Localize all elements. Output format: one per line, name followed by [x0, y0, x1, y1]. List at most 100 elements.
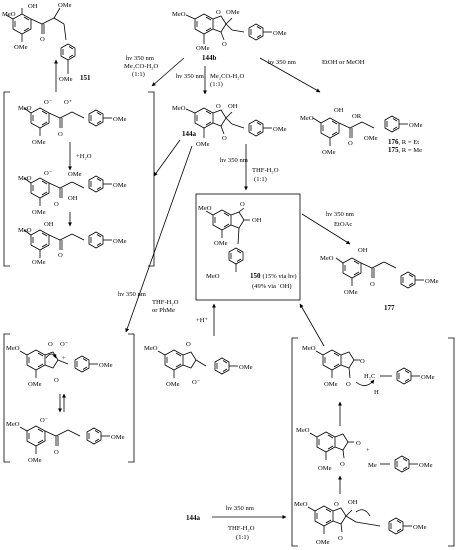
atom-OH: OH: [228, 103, 238, 110]
cond-177-solvent: EtOAc: [334, 221, 352, 228]
atom-OMe: OMe: [32, 259, 46, 266]
atom-H2C: H₂C: [364, 373, 376, 380]
compound-144a-excited: MeO O OH OMe O OMe: [294, 499, 427, 546]
atom-OMe: OMe: [409, 122, 423, 129]
atom-OMe: OMe: [344, 289, 358, 296]
atom-OMe: OMe: [196, 141, 210, 148]
compound-151: MeO OH OMe OMe O OMe 151: [2, 2, 91, 83]
compound-label-144b: 144b: [202, 54, 217, 62]
cond-150-solvent: THF-H₂O: [252, 167, 279, 174]
intermediate-zwitterion: MeO O⁻ O⁺ OMe O OMe: [18, 99, 127, 146]
atom-OMe: OMe: [28, 381, 42, 388]
cond-144a-solvent: Me₂CO-H₂O: [210, 73, 245, 80]
product-150-box: [195, 193, 301, 301]
atom-O: O: [338, 535, 343, 542]
compound-144a: MeO O OH OMe O OMe 144a: [172, 103, 287, 148]
atom-OMe: OMe: [421, 374, 435, 381]
atom-OMe: OMe: [28, 457, 42, 464]
atom-Ominus: O⁻: [44, 99, 53, 106]
atom-OMe: OMe: [413, 524, 427, 531]
atom-OMe: OMe: [113, 238, 127, 245]
atom-O: O: [340, 461, 345, 468]
compound-label-176: 176, R = Et: [388, 138, 419, 146]
atom-Ominus: O⁻: [44, 170, 53, 177]
intermediate-radical-recombination: MeO O O OMe H₂C H OMe: [302, 345, 435, 396]
atom-O: O: [356, 440, 361, 447]
atom-MeO: MeO: [144, 345, 158, 352]
compound-150-yield-oh: (49% via ˙OH): [252, 283, 292, 290]
atom-MeO: MeO: [2, 11, 16, 18]
atom-O: O: [216, 9, 221, 16]
cond-150-light: hν 350 nm: [220, 157, 249, 164]
atom-OMe: OMe: [316, 539, 330, 546]
atom-O: O: [54, 201, 59, 208]
atom-O: O: [58, 252, 63, 259]
cond-bottom-solvent: THF-H₂O: [228, 525, 255, 532]
atom-OMe: OMe: [425, 278, 439, 285]
atom-O: O: [40, 36, 45, 43]
atom-O: O: [346, 381, 351, 388]
atom-plus: +: [62, 355, 66, 362]
compound-150: MeO O OH OMe MeO 150(15% via hν) (49% vi…: [198, 201, 297, 290]
atom-OH: OH: [334, 107, 344, 114]
atom-OMe: OMe: [99, 362, 113, 369]
atom-O: O: [216, 103, 221, 110]
atom-OMe: OMe: [166, 381, 180, 388]
atom-OMe: OMe: [419, 462, 433, 469]
atom-MeO: MeO: [198, 205, 212, 212]
cond-177-light: hν 350 nm: [326, 211, 355, 218]
atom-MeO: MeO: [18, 227, 32, 234]
intermediate-enolate-anion: MeO O OMe O⁻ OMe: [144, 341, 253, 388]
cond-plus-proton: +H⁺: [196, 317, 208, 324]
compound-label-177: 177: [384, 304, 395, 312]
compound-label-144a: 144a: [182, 130, 197, 138]
atom-O: O: [370, 281, 375, 288]
atom-Me: Me: [368, 462, 377, 469]
atom-OH: OH: [44, 221, 54, 228]
cond-bottom-ratio: (1:1): [236, 534, 249, 541]
atom-OMe: OMe: [59, 76, 73, 83]
compound-label-175: 175, R = Me: [388, 146, 422, 154]
intermediate-enolate-cation: MeO O O⁻ + OMe O OMe: [6, 341, 113, 388]
atom-O: O: [54, 377, 59, 384]
cond-left-solvent2: or PhMe: [152, 307, 175, 314]
atom-OMe: OMe: [214, 240, 228, 247]
atom-OH: OH: [358, 247, 368, 254]
atom-MeO: MeO: [6, 421, 20, 428]
arrow-144b-to-151: [151, 57, 185, 87]
right-bracket: [291, 337, 455, 547]
atom-Oplus: O⁺: [64, 99, 73, 106]
atom-Ominus: O⁻: [192, 379, 201, 386]
atom-O: O: [54, 449, 59, 456]
atom-MeO: MeO: [6, 345, 20, 352]
lower-left-bracket: [3, 333, 135, 463]
compound-label-150: 150(15% via hν): [250, 272, 297, 280]
atom-O: O: [222, 41, 227, 48]
atom-OH: OH: [28, 3, 38, 10]
atom-OMe: OMe: [226, 9, 240, 16]
intermediate-diketone: MeO OH OMe O OMe: [18, 221, 127, 266]
atom-OMe: OMe: [239, 364, 253, 371]
cond-bottom-light: hν 350 nm: [226, 505, 255, 512]
atom-Ominus: O⁻: [40, 417, 49, 424]
intermediate-radical-pair: MeO O O OMe + Me OMe: [296, 427, 433, 473]
atom-OMe: OMe: [324, 381, 338, 388]
atom-O: O: [186, 341, 191, 348]
atom-OMe: OMe: [322, 149, 336, 156]
atom-OMe: OMe: [14, 44, 28, 51]
atom-OMe: OMe: [196, 45, 210, 52]
atom-MeO: MeO: [300, 115, 314, 122]
atom-MeO: MeO: [320, 255, 334, 262]
atom-MeO: MeO: [18, 175, 32, 182]
cond-left-light: hν 350 nm: [118, 291, 147, 298]
cond-176-light: hν 350 nm: [268, 59, 297, 66]
atom-OMe: OMe: [32, 139, 46, 146]
compound-177: MeO OH OMe O OMe 177: [320, 247, 439, 312]
atom-OMe: OMe: [58, 2, 72, 9]
atom-O: O: [48, 341, 53, 348]
atom-O: O: [222, 135, 227, 142]
atom-OMe: OMe: [113, 182, 127, 189]
atom-OMe: OMe: [111, 434, 125, 441]
cond-176-solvent: EtOH or MeOH: [322, 59, 365, 66]
